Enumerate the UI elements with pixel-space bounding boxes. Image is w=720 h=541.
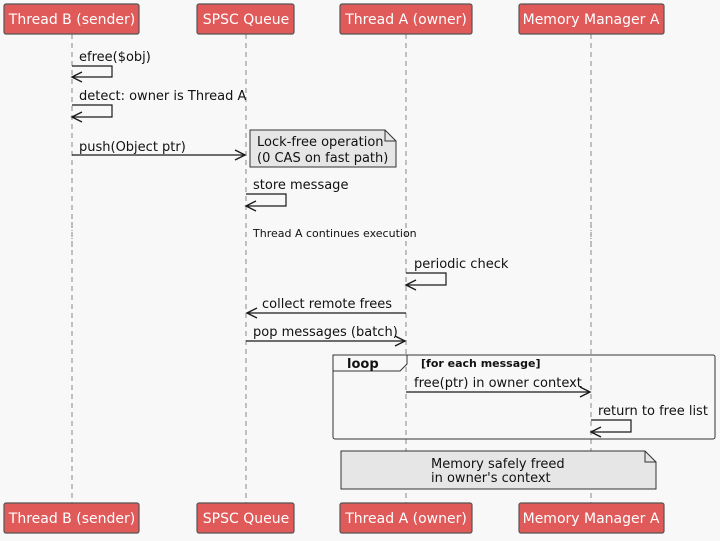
message-label: efree($obj) <box>79 50 151 65</box>
loop-keyword: loop <box>347 357 379 372</box>
participant-thread-a-bottom: Thread A (owner) <box>339 502 473 534</box>
participant-label: Thread A (owner) <box>344 12 467 28</box>
participant-label: Memory Manager A <box>523 12 660 28</box>
participant-label: Thread B (sender) <box>8 511 135 527</box>
message-label: free(ptr) in owner context <box>414 376 582 391</box>
participant-spsc-queue-bottom: SPSC Queue <box>196 502 295 534</box>
message-label: push(Object ptr) <box>79 140 186 155</box>
divider-label: Thread A continues execution <box>252 227 417 240</box>
participant-memory-manager-a-bottom: Memory Manager A <box>518 502 665 534</box>
participant-label: SPSC Queue <box>203 511 289 527</box>
execution-divider: Thread A continues execution <box>71 214 592 250</box>
note-memory-freed: Memory safely freed in owner's context <box>340 450 657 490</box>
participant-thread-b-top: Thread B (sender) <box>3 3 140 35</box>
message-store: store message <box>244 178 348 212</box>
message-efree: efree($obj) <box>70 50 151 83</box>
message-label: detect: owner is Thread A <box>79 89 247 104</box>
message-label: store message <box>253 178 348 193</box>
participant-thread-b-bottom: Thread B (sender) <box>3 502 140 534</box>
message-collect: collect remote frees <box>245 297 406 319</box>
message-label: return to free list <box>598 404 708 419</box>
message-return: return to free list <box>589 404 708 438</box>
participant-label: SPSC Queue <box>203 12 289 28</box>
message-free: free(ptr) in owner context <box>406 376 592 398</box>
message-label: collect remote frees <box>262 297 392 312</box>
message-detect: detect: owner is Thread A <box>70 89 247 123</box>
note-line: Lock-free operation <box>257 135 384 150</box>
participant-label: Thread B (sender) <box>8 12 135 28</box>
note-line: (0 CAS on fast path) <box>257 151 388 166</box>
loop-condition: [for each message] <box>421 357 541 370</box>
participant-thread-a-top: Thread A (owner) <box>339 3 473 35</box>
message-label: periodic check <box>414 257 509 272</box>
message-periodic: periodic check <box>404 257 509 291</box>
note-line: Memory safely freed <box>431 457 565 472</box>
loop-fragment: loop [for each message] <box>332 354 716 440</box>
note-line: in owner's context <box>431 471 551 486</box>
participant-memory-manager-a-top: Memory Manager A <box>518 3 665 35</box>
message-pop: pop messages (batch) <box>246 325 407 347</box>
message-push: push(Object ptr) <box>72 140 247 161</box>
message-label: pop messages (batch) <box>253 325 398 340</box>
note-lock-free: Lock-free operation (0 CAS on fast path) <box>249 129 397 168</box>
participant-label: Thread A (owner) <box>344 511 467 527</box>
participant-label: Memory Manager A <box>523 511 660 527</box>
participant-spsc-queue-top: SPSC Queue <box>196 3 295 35</box>
